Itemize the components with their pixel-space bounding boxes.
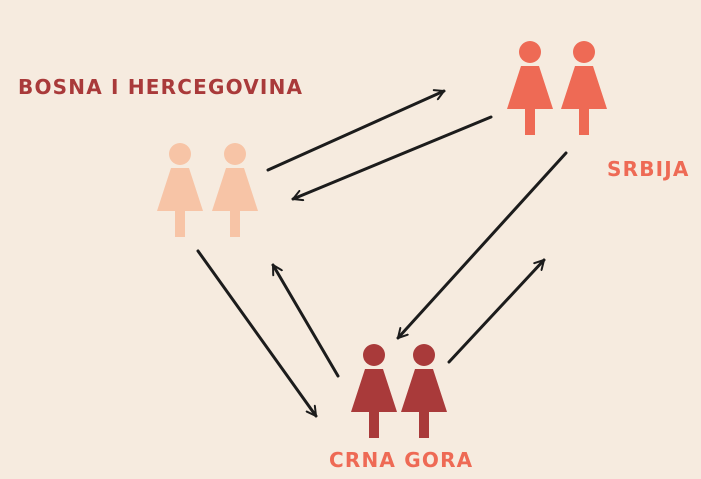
- label-crna-gora: CRNA GORA: [329, 448, 473, 472]
- arrow-srbija-to-bih: [291, 115, 493, 202]
- arrow-crna-gora-to-bih: [271, 263, 340, 378]
- arrow-srbija-to-crna-gora: [396, 151, 568, 340]
- label-srbija: SRBIJA: [607, 157, 690, 181]
- arrow-crna-gora-to-srbija: [447, 258, 546, 364]
- woman-icon: [157, 143, 203, 237]
- arrows: [196, 89, 568, 418]
- woman-icon: [561, 41, 607, 135]
- woman-icon: [507, 41, 553, 135]
- arrow-bih-to-srbija: [266, 89, 446, 172]
- woman-icon: [212, 143, 258, 237]
- crna-gora-group: [351, 344, 447, 438]
- label-bih: BOSNA I HERCEGOVINA: [18, 75, 303, 99]
- arrow-bih-to-crna-gora: [196, 249, 318, 418]
- srbija-group: [507, 41, 607, 135]
- woman-icon: [351, 344, 397, 438]
- bih-group: [157, 143, 258, 237]
- woman-icon: [401, 344, 447, 438]
